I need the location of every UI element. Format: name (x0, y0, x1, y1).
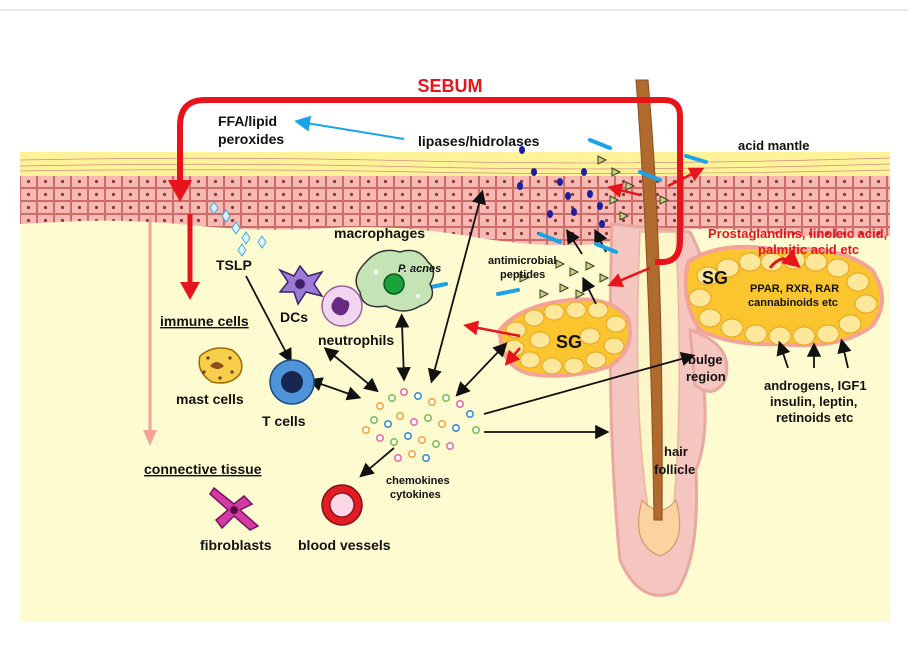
neutrophils-label: neutrophils (318, 332, 394, 348)
acid-mantle-label: acid mantle (738, 138, 810, 153)
tslp-label: TSLP (216, 257, 252, 273)
connective-tissue-label: connective tissue (144, 461, 262, 477)
macrophage-cell-icon (356, 250, 433, 311)
fibroblasts-label: fibroblasts (200, 537, 272, 553)
prostaglandins-label-line1: Prostaglandins, linoleic acid, (708, 226, 887, 241)
sebum-label: SEBUM (417, 76, 482, 96)
hormones-label-line2: insulin, leptin, (770, 394, 857, 409)
hair-follicle-label-line1: hair (664, 444, 688, 459)
blood-vessel-icon (322, 485, 362, 525)
dcs-label: DCs (280, 309, 308, 325)
hormones-label-line1: androgens, IGF1 (764, 378, 867, 393)
antimicrobial-label-line1: antimicrobial (488, 255, 556, 267)
p-acnes-label: P. acnes (398, 263, 441, 275)
ffa-label-line2: peroxides (218, 131, 284, 147)
hair-follicle-label-line2: follicle (654, 462, 695, 477)
mast-cells-label: mast cells (176, 391, 244, 407)
t-cells-label: T cells (262, 413, 306, 429)
blood-vessels-label: blood vessels (298, 537, 391, 553)
hormones-label-line3: retinoids etc (776, 410, 853, 425)
t-cell-icon (270, 360, 314, 404)
receptors-label-line1: PPAR, RXR, RAR (750, 283, 839, 295)
ffa-label-line1: FFA/lipid (218, 113, 277, 129)
chemokines-label-line2: cytokines (390, 489, 441, 501)
immune-cells-label: immune cells (160, 313, 249, 329)
macrophages-label: macrophages (334, 225, 425, 241)
bulge-label-line2: region (686, 369, 726, 384)
lipases-blue-arrow (300, 122, 404, 139)
lipases-label: lipases/hidrolases (418, 133, 540, 149)
antimicrobial-label-line2: peptides (500, 269, 545, 281)
chemokines-label-line1: chemokines (386, 475, 450, 487)
prostaglandins-label-line2: palmitic acid etc (758, 242, 859, 257)
receptors-label-line2: cannabinoids etc (748, 297, 838, 309)
stratum-corneum (20, 152, 890, 178)
sg-label-right: SG (702, 268, 728, 288)
bulge-label-line1: bulge (688, 352, 723, 367)
neutrophil-cell-icon (322, 286, 362, 326)
sg-label-left: SG (556, 332, 582, 352)
mast-cell-icon (199, 348, 242, 383)
